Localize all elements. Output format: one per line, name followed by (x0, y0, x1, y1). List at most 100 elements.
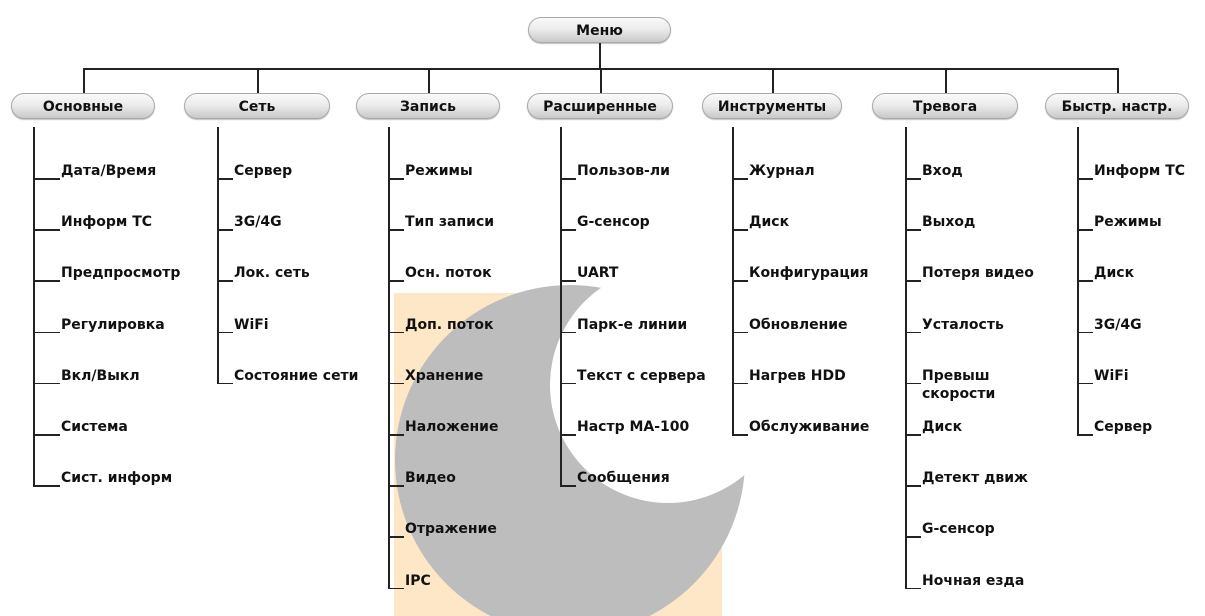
item-hook-line (388, 229, 404, 231)
menu-item[interactable]: 3G/4G (234, 214, 282, 231)
menu-item[interactable]: WiFi (1094, 367, 1129, 384)
category-node[interactable]: Инструменты (702, 93, 842, 119)
menu-item[interactable]: Потеря видео (922, 265, 1034, 282)
menu-item[interactable]: Режимы (1094, 214, 1162, 231)
item-hook-line (1077, 280, 1093, 282)
item-hook-line (732, 382, 748, 385)
menu-item[interactable]: Лок. сеть (234, 265, 310, 282)
branch-stem-line (388, 127, 390, 589)
menu-item[interactable]: Информ ТС (61, 214, 153, 231)
menu-item[interactable]: Хранение (405, 367, 484, 384)
item-hook-line (732, 331, 748, 334)
menu-item[interactable]: Сообщения (577, 470, 670, 487)
item-hook-line (388, 536, 404, 538)
menu-item[interactable]: Диск (749, 214, 790, 231)
menu-item[interactable]: Вход (922, 163, 963, 179)
item-hook-line (33, 434, 60, 436)
menu-item[interactable]: Текст с сервера (577, 367, 706, 384)
category-node[interactable]: Быстр. настр. (1045, 93, 1189, 119)
menu-item[interactable]: Диск (922, 419, 963, 435)
item-hook-line (388, 382, 404, 385)
menu-item[interactable]: Парк-е линии (577, 316, 688, 333)
menu-item[interactable]: Конфигурация (749, 265, 869, 282)
item-hook-line (217, 178, 233, 180)
menu-item[interactable]: Журнал (749, 163, 815, 179)
item-hook-line (905, 485, 921, 487)
item-hook-line (217, 280, 233, 282)
item-hook-line (217, 331, 233, 334)
item-hook-line (388, 485, 404, 487)
menu-item[interactable]: WiFi (234, 316, 269, 333)
item-hook-line (1077, 178, 1093, 180)
category-node[interactable]: Запись (356, 93, 500, 119)
menu-item[interactable]: 3G/4G (1094, 316, 1142, 333)
menu-item[interactable]: Настр МА-100 (577, 419, 690, 435)
item-hook-line (217, 382, 233, 385)
item-hook-line (217, 229, 233, 231)
menu-item[interactable]: Дата/Время (61, 163, 157, 179)
category-node[interactable]: Основные (11, 93, 155, 119)
item-hook-line (1077, 331, 1093, 334)
branch-stem-line (217, 127, 219, 384)
branch-stem-line (560, 127, 562, 487)
menu-item[interactable]: IPC (405, 572, 431, 589)
branch-stem-line (905, 127, 907, 589)
category-drop-line (772, 68, 774, 93)
menu-item[interactable]: Тип записи (405, 214, 495, 231)
menu-item[interactable]: Видео (405, 470, 456, 487)
menu-item[interactable]: Информ ТС (1094, 163, 1186, 179)
category-node[interactable]: Сеть (184, 93, 330, 119)
item-hook-line (33, 485, 60, 487)
menu-item[interactable]: Обновление (749, 316, 848, 333)
menu-item[interactable]: Режимы (405, 163, 473, 179)
root-node[interactable]: Меню (528, 17, 671, 43)
menu-item[interactable]: G-сенсор (922, 521, 995, 538)
item-hook-line (560, 280, 576, 282)
menu-item[interactable]: Предпросмотр (61, 265, 181, 282)
item-hook-line (1077, 434, 1093, 436)
item-hook-line (905, 229, 921, 231)
menu-item[interactable]: Нагрев HDD (749, 367, 846, 384)
category-drop-line (1117, 68, 1119, 93)
menu-item[interactable]: Наложение (405, 419, 499, 435)
menu-item[interactable]: Пользов-ли (577, 163, 670, 179)
item-hook-line (905, 382, 921, 385)
menu-item[interactable]: Доп. поток (405, 316, 494, 333)
menu-item[interactable]: G-сенсор (577, 214, 650, 231)
menu-item[interactable]: Детект движ (922, 470, 1028, 487)
menu-item[interactable]: Отражение (405, 521, 497, 538)
item-hook-line (388, 434, 404, 436)
item-hook-line (732, 178, 748, 180)
item-hook-line (732, 434, 748, 436)
item-hook-line (560, 485, 576, 487)
menu-item[interactable]: Ночная езда (922, 572, 1025, 589)
menu-item[interactable]: Выход (922, 214, 976, 231)
item-hook-line (560, 229, 576, 231)
item-hook-line (905, 587, 921, 590)
menu-item[interactable]: Осн. поток (405, 265, 492, 282)
category-node[interactable]: Расширенные (527, 93, 673, 119)
menu-item[interactable]: Регулировка (61, 316, 165, 333)
menu-item[interactable]: Вкл/Выкл (61, 367, 140, 384)
item-hook-line (388, 331, 404, 334)
category-node[interactable]: Тревога (872, 93, 1018, 119)
menu-item[interactable]: UART (577, 265, 619, 282)
root-connector (599, 43, 601, 68)
menu-item[interactable]: Усталость (922, 316, 1004, 333)
menu-item[interactable]: Диск (1094, 265, 1135, 282)
branch-stem-line (33, 127, 35, 487)
item-hook-line (905, 280, 921, 282)
menu-item[interactable]: Превыш скорости (922, 367, 996, 402)
menu-item[interactable]: Сервер (1094, 419, 1153, 435)
menu-item[interactable]: Система (61, 419, 128, 435)
item-hook-line (33, 280, 60, 282)
menu-item[interactable]: Состояние сети (234, 367, 359, 384)
menu-item[interactable]: Сервер (234, 163, 293, 179)
item-hook-line (560, 434, 576, 436)
item-hook-line (33, 178, 60, 180)
item-hook-line (560, 178, 576, 180)
menu-item[interactable]: Сист. информ (61, 470, 173, 487)
menu-item[interactable]: Обслуживание (749, 419, 870, 435)
item-hook-line (33, 382, 60, 385)
